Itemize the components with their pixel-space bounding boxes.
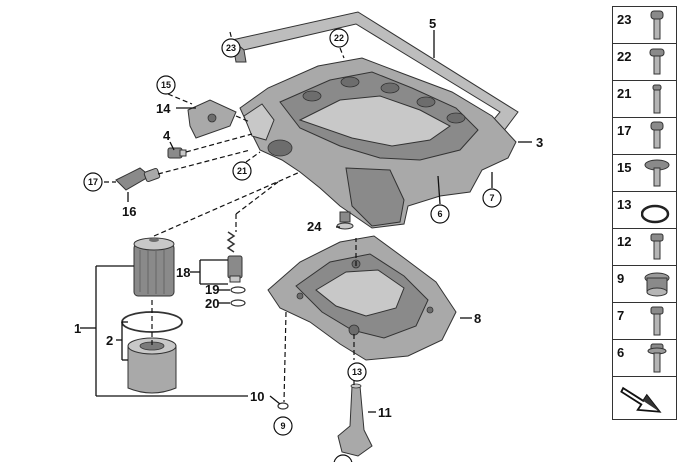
callout-22: 22 [334, 33, 344, 43]
filter-cap-part [127, 337, 177, 394]
callout-15: 15 [161, 80, 171, 90]
callout-8: 8 [474, 311, 481, 326]
callout-23: 23 [226, 43, 236, 53]
flange-bolt-icon [647, 343, 667, 373]
pressure-valve-part [226, 231, 243, 283]
sidebar-item-number: 12 [617, 234, 632, 249]
callout-7: 7 [489, 193, 494, 203]
sidebar-item-number: 6 [617, 345, 625, 360]
callout-14: 14 [156, 101, 171, 116]
leader-lines [80, 30, 532, 413]
cover-plate-part [187, 99, 237, 139]
sidebar-item-7[interactable]: 7 [612, 302, 677, 339]
sensor-part [167, 147, 187, 159]
sidebar-item-9[interactable]: 9 [612, 265, 677, 302]
sidebar-item-13[interactable]: 13 [612, 191, 677, 228]
o-ring-icon [641, 204, 670, 224]
sidebar-item-22[interactable]: 22 [612, 43, 677, 80]
callout-21: 21 [237, 166, 247, 176]
callout-9: 9 [280, 421, 285, 431]
bolt-icon [650, 306, 664, 336]
callout-6: 6 [437, 209, 442, 219]
callout-10: 10 [250, 389, 264, 404]
callout-11: 11 [378, 405, 392, 420]
small-o-ring-part [277, 402, 289, 410]
callout-2: 2 [106, 333, 113, 348]
callout-5: 5 [429, 16, 436, 31]
callout-1: 1 [74, 321, 81, 336]
sidebar-item-12[interactable]: 12 [612, 228, 677, 265]
plug-screw-part [336, 211, 354, 230]
callout-24: 24 [307, 219, 322, 234]
callout-labels: 1 2 3 4 5 8 10 11 14 16 18 19 20 24 [74, 16, 543, 420]
sidebar-item-number: 22 [617, 49, 632, 64]
bolt-icon [652, 84, 662, 114]
flange-bolt-icon [644, 159, 670, 187]
sidebar-item-6[interactable]: 6 [612, 339, 677, 376]
seal-rings-part [230, 286, 246, 307]
circled-callout-labels: 23 22 15 17 21 6 7 9 13 [88, 33, 495, 431]
callout-4: 4 [163, 128, 171, 143]
sidebar-navigation-arrow[interactable] [612, 376, 677, 420]
oil-sump-lower-part [267, 235, 457, 361]
callout-17: 17 [88, 177, 98, 187]
sidebar-item-23[interactable]: 23 [612, 6, 677, 43]
oil-level-sensor-part [115, 167, 161, 191]
callout-19: 19 [205, 282, 219, 297]
arrow-icon [620, 386, 662, 413]
callout-16: 16 [122, 204, 136, 219]
parts-sidebar: 23 22 21 17 15 13 [612, 6, 677, 420]
sidebar-item-15[interactable]: 15 [612, 154, 677, 191]
bolt-icon [650, 233, 664, 260]
bolt-icon [650, 121, 664, 149]
callout-20: 20 [205, 296, 219, 311]
sidebar-item-number: 23 [617, 12, 632, 27]
sidebar-item-number: 17 [617, 123, 632, 138]
sidebar-item-17[interactable]: 17 [612, 117, 677, 154]
sidebar-item-number: 21 [617, 86, 632, 101]
dipstick-guide-part [337, 383, 373, 457]
callout-3: 3 [536, 135, 543, 150]
sidebar-item-number: 7 [617, 308, 625, 323]
sidebar-item-21[interactable]: 21 [612, 80, 677, 117]
sidebar-item-number: 15 [617, 160, 632, 175]
plug-screw-icon [644, 272, 670, 297]
sidebar-item-number: 9 [617, 271, 625, 286]
bolt-icon [650, 10, 664, 40]
sidebar-item-number: 13 [617, 197, 632, 212]
callout-18: 18 [176, 265, 190, 280]
bolt-icon [649, 48, 665, 75]
oil-filter-element-part [133, 237, 175, 297]
oil-sump-upper-part [239, 57, 517, 229]
callout-13: 13 [352, 367, 362, 377]
circled-callouts [83, 28, 502, 462]
exploded-parts-diagram: 1 2 3 4 5 8 10 11 14 16 18 19 20 24 23 2… [74, 11, 543, 462]
